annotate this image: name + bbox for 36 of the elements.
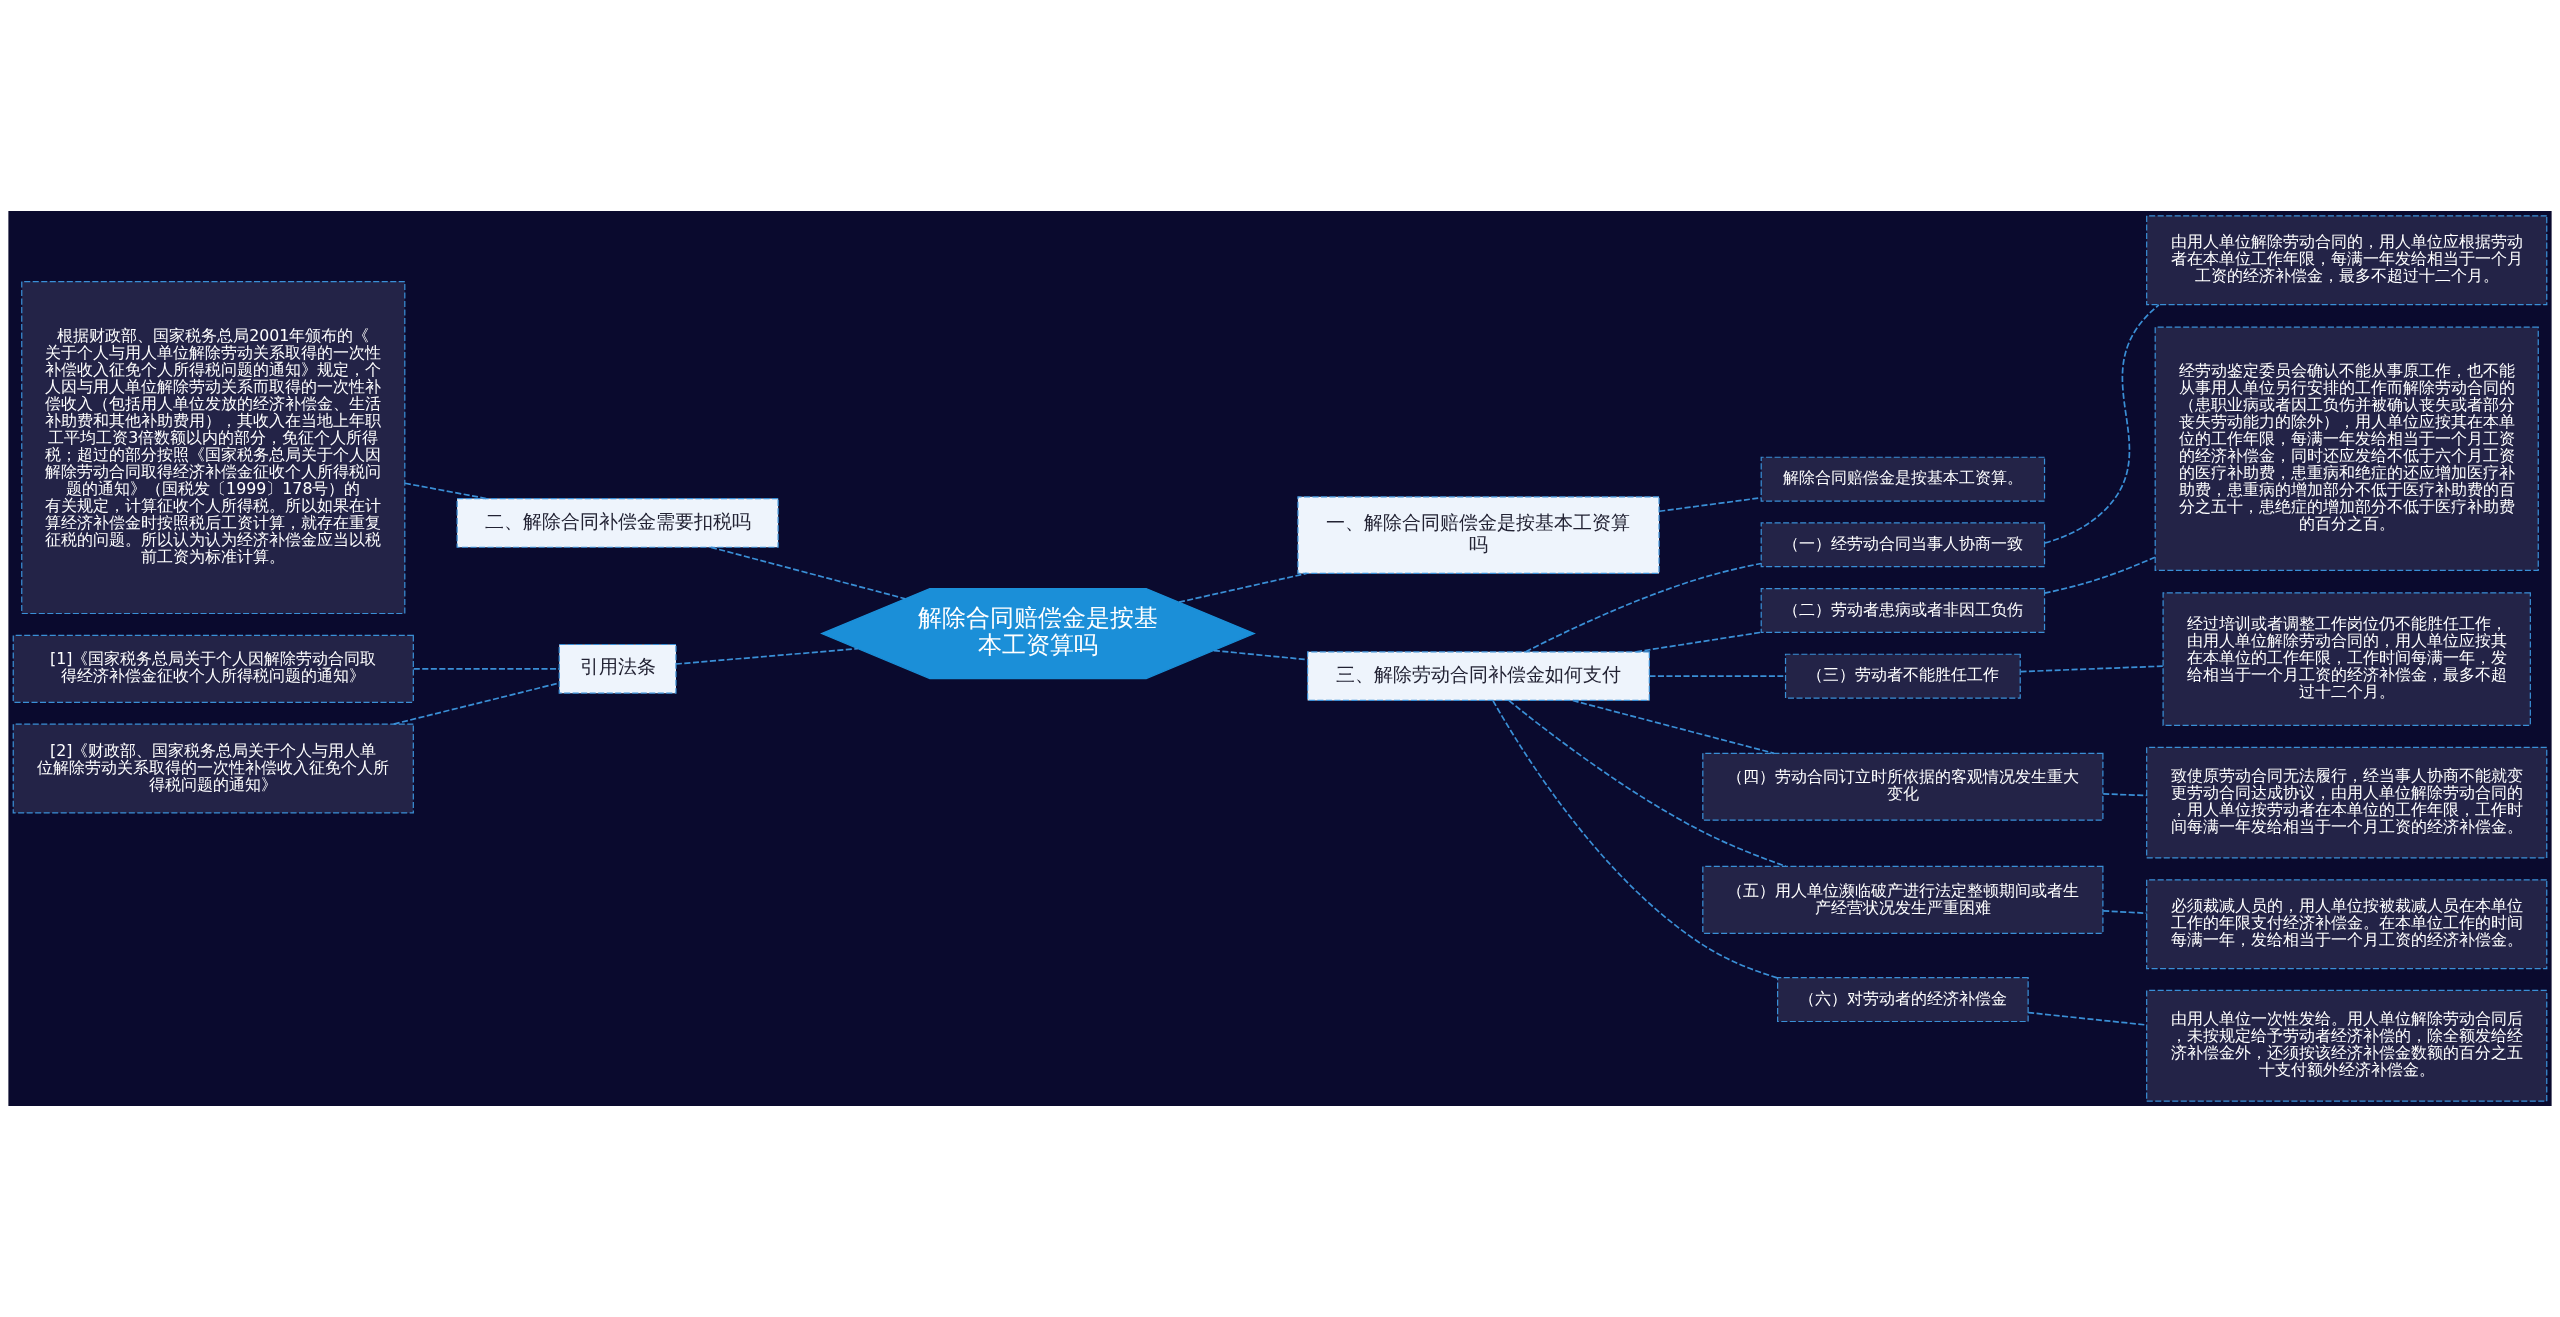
connector	[675, 647, 859, 665]
node-box: 引用法条	[558, 643, 677, 694]
node-box: 致使原劳动合同无法履行，经当事人协商不能就变更劳动合同达成协议，由用人单位解除劳动合同的，用人单位按劳动者在本单位的工作年限，工作时间每满一年发给相当于一个月工资的经济补偿金。	[2146, 746, 2548, 859]
node-box: 二、解除合同补偿金需要扣税吗	[456, 497, 779, 548]
node-box: 经过培训或者调整工作岗位仍不能胜任工作，由用人单位解除劳动合同的，用人单位应按其在本单位的工作年限，工作时间每满一年，发给相当于一个月工资的经济补偿金，最多不超过十二个月。	[2162, 592, 2531, 726]
node-box: 必须裁减人员的，用人单位按被裁减人员在本单位工作的年限支付经济补偿金。在本单位工作的时间每满一年，发给相当于一个月工资的经济补偿金。	[2146, 879, 2548, 970]
node-box: [2]《财政部、国家税务总局关于个人与用人单位解除劳动关系取得的一次性补偿收入征免个人所得税问题的通知》	[12, 723, 414, 814]
node-box: 解除合同赔偿金是按基本工资算。	[1760, 456, 2046, 502]
node-box: 三、解除劳动合同补偿金如何支付	[1307, 651, 1650, 702]
node-box: （五）用人单位濒临破产进行法定整顿期间或者生产经营状况发生严重困难	[1702, 865, 2104, 934]
connector	[2043, 556, 2156, 594]
connector	[2019, 665, 2164, 673]
connector	[404, 482, 488, 500]
node-box: （四）劳动合同订立时所依据的客观情况发生重大变化	[1702, 752, 2104, 821]
node-box: （六）对劳动者的经济补偿金	[1777, 977, 2029, 1023]
connector	[1508, 699, 1787, 868]
node-box: （二）劳动者患病或者非因工负伤	[1760, 587, 2046, 633]
node-box: 由用人单位解除劳动合同的，用人单位应根据劳动者在本单位工作年限，每满一年发给相当于一个月工资的经济补偿金，最多不超过十二个月。	[2146, 215, 2548, 306]
connector	[2102, 910, 2148, 915]
connector	[710, 546, 906, 600]
node-box: （三）劳动者不能胜任工作	[1784, 653, 2021, 699]
connector	[1571, 699, 1775, 755]
connector	[1178, 572, 1308, 603]
connector	[412, 668, 560, 670]
connector	[2044, 304, 2160, 544]
node-box: （一）经劳动合同当事人协商一致	[1760, 522, 2046, 568]
connector	[1658, 496, 1762, 513]
node-box: [1]《国家税务总局关于个人因解除劳动合同取得经济补偿金征收个人所得税问题的通知》	[12, 634, 414, 703]
connector	[1525, 562, 1762, 653]
node-box: 由用人单位一次性发给。用人单位解除劳动合同后，未按规定给予劳动者经济补偿的，除全额发给经济补偿金外，还须按该经济补偿金数额的百分之五十支付额外经济补偿金。	[2146, 989, 2548, 1102]
connector	[1492, 700, 1779, 979]
connector	[392, 682, 560, 725]
node-box: 根据财政部、国家税务总局2001年颁布的《关于个人与用人单位解除劳动关系取得的一次性补偿收入征免个人所得税问题的通知》规定，个人因与用人单位解除劳动关系而取得的一次性补偿收入（包括用人单位发放的经济补偿金、生活补助费和其他补助费用），其收入在当地上年职工平均工资3倍数额以内的部分，免征个人所得税；超过的部分按照《国家税务总局关于个人因解除劳动合同取得经济补偿金征收个人所得税问题的通知》（国税发〔1999〕178号）的有关规定，计算征收个人所得税。所以如果在计算经济补偿金时按照税后工资计算，就存在重复征税的问题。所以认为认为经济补偿金应当以税前工资为标准计算。	[21, 280, 406, 615]
node-box: 一、解除合同赔偿金是按基本工资算吗	[1297, 496, 1660, 574]
connector	[1635, 631, 1762, 653]
node-box: 经劳动鉴定委员会确认不能从事原工作，也不能从事用人单位另行安排的工作而解除劳动合同的（患职业病或者因工负伤并被确认丧失或者部分丧失劳动能力的除外），用人单位应按其在本单位的工作年限，每满一年发给相当于一个月工资的经济补偿金，同时还应发给不低于六个月工资的医疗补助费，患重病和绝症的还应增加医疗补助费，患重病的增加部分不低于医疗补助费的百分之五十，患绝症的增加部分不低于医疗补助费的百分之百。	[2154, 326, 2539, 571]
